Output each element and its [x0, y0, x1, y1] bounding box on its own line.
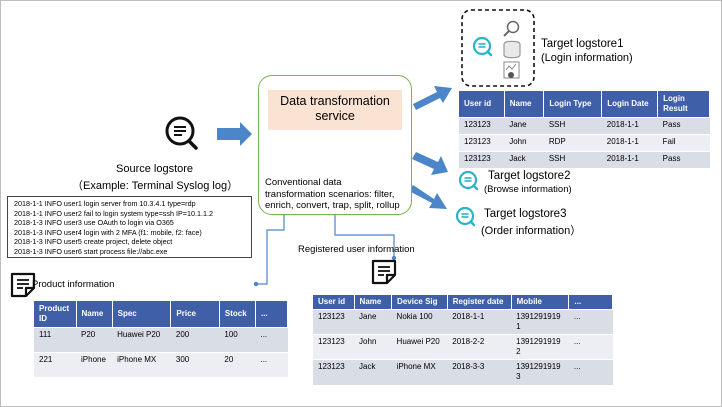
- connector-users: [334, 213, 395, 258]
- table-row: 221 iPhone iPhone MX 300 20 ...: [34, 351, 288, 377]
- target1-sublabel: (Login information): [541, 52, 633, 64]
- target2-label: Target logstore2: [488, 170, 571, 182]
- log-line: 2018-1-1 INFO user1 login server from 10…: [14, 199, 196, 208]
- table-header: Name: [504, 91, 545, 117]
- target3-label: Target logstore3: [484, 208, 567, 220]
- connector-product: [256, 213, 285, 285]
- table-header: Name: [76, 301, 113, 327]
- syslog-sample-box: 2018-1-1 INFO user1 login server from 10…: [7, 196, 252, 258]
- login-info-table: User id Name Login Type Login Date Login…: [459, 91, 710, 168]
- table-row: 123123 Jack SSH 2018-1-1 Pass: [459, 150, 710, 168]
- product-document-icon: [10, 272, 36, 298]
- log-line: 2018-1-3 INFO user4 login with 2 MFA (f1…: [14, 227, 202, 237]
- table-header: Login Result: [657, 91, 710, 117]
- database-icon: [503, 40, 521, 59]
- target1-label: Target logstore1: [541, 38, 624, 50]
- table-header: Name: [354, 295, 393, 310]
- table-header: ...: [568, 295, 613, 310]
- source-logstore-sublabel: （Example: Terminal Syslog log）: [72, 180, 239, 192]
- registered-user-table: User id Name Device Sig Register date Mo…: [313, 295, 613, 385]
- table-row: 123123 Jack iPhone MX 2018-3-3 139129191…: [313, 359, 613, 385]
- table-row: 111 P20 Huawei P20 200 100 ...: [34, 326, 288, 352]
- target3-sublabel: (Order information）: [481, 225, 582, 237]
- log-line: 2018-1-3 INFO user5 create project, dele…: [14, 237, 173, 247]
- table-header: Login Date: [601, 91, 659, 117]
- table-header: Mobile: [511, 295, 570, 310]
- table-header: Register date: [447, 295, 512, 310]
- table-header: User id: [313, 295, 355, 310]
- service-scenarios: Conventional data transformation scenari…: [265, 177, 400, 211]
- service-title: Data transformation service: [268, 90, 402, 130]
- source-logstore-label: Source logstore: [116, 163, 194, 175]
- users-document-icon: [371, 259, 397, 285]
- table-header: Product ID: [34, 301, 77, 327]
- source-logstore-icon: [165, 116, 198, 150]
- table-header: Price: [170, 301, 220, 327]
- product-info-table: Product ID Name Spec Price Stock ... 111…: [34, 301, 289, 377]
- table-header: Stock: [219, 301, 256, 327]
- log-line: 2018-1-3 INFO user6 start process file:/…: [14, 246, 168, 256]
- log-line: 2018-1-3 INFO user3 use OAuth to login v…: [14, 218, 174, 228]
- registered-user-label: Registered user information: [298, 244, 415, 255]
- magnifier-icon: [503, 20, 520, 37]
- arrow-to-target2: [412, 152, 448, 175]
- table-header: Device Sig: [391, 295, 448, 310]
- table-header: User id: [459, 91, 505, 117]
- target2-logstore-icon: [458, 170, 479, 191]
- target2-sublabel: (Browse information): [484, 184, 572, 195]
- table-row: 123123 John Huawei P20 2018-2-2 13912919…: [313, 334, 613, 360]
- arrow-to-target3: [409, 185, 447, 209]
- arrow-source-to-service: [217, 122, 252, 146]
- chart-gear-icon: [503, 61, 520, 79]
- log-line: 2018-1-1 INFO user2 fail to login system…: [14, 208, 213, 218]
- table-row: 123123 John RDP 2018-1-1 Fail: [459, 133, 710, 151]
- table-row: 123123 Jane Nokia 100 2018-1-1 139129191…: [313, 309, 613, 335]
- table-header: ...: [255, 301, 289, 327]
- target3-logstore-icon: [455, 206, 476, 227]
- arrow-to-target1: [413, 86, 452, 110]
- table-header: Login Type: [543, 91, 603, 117]
- table-row: 123123 Jane SSH 2018-1-1 Pass: [459, 116, 710, 134]
- target1-group-box: [461, 9, 535, 87]
- table-header: Spec: [112, 301, 172, 327]
- product-info-label: Product information: [32, 279, 115, 290]
